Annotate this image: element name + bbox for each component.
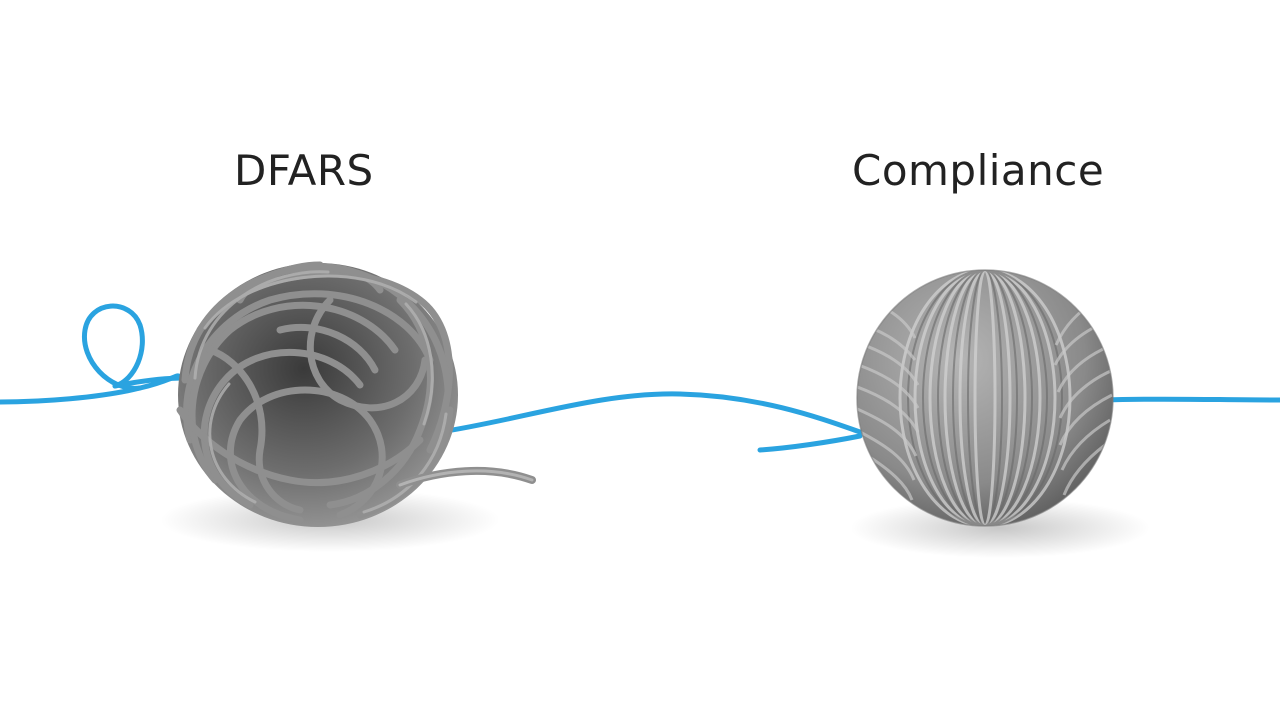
wound-yarn-ball <box>856 269 1114 527</box>
right-ball-shadow <box>850 498 1150 558</box>
tangled-yarn-ball <box>176 261 536 527</box>
compliance-label: Compliance <box>852 146 1105 195</box>
blue-thread <box>0 303 1280 453</box>
dfars-label: DFARS <box>234 146 374 195</box>
